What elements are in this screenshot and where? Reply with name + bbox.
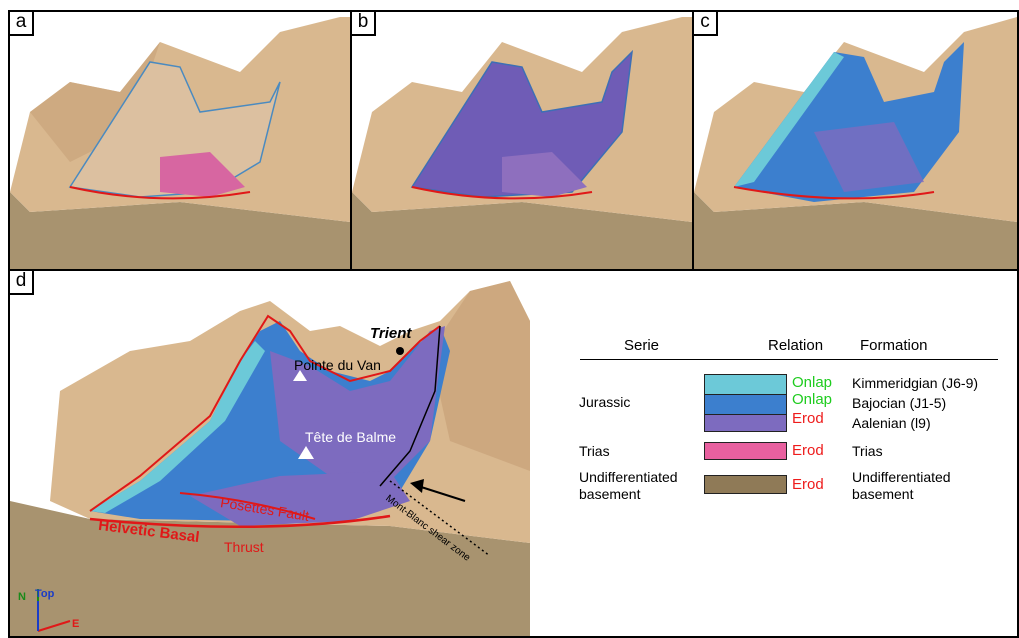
legend: Serie Relation Formation Jurassic Onlap … [572, 330, 1002, 520]
legend-header-rule [580, 359, 998, 360]
panel-label-a: a [10, 12, 34, 36]
legend-serie-trias: Trias [579, 443, 610, 459]
legend-relation-aalenian: Erod [792, 410, 824, 427]
panel-label-b: b [352, 12, 376, 36]
legend-header-relation: Relation [768, 337, 824, 354]
legend-formation-bajocian: Bajocian (J1-5) [852, 395, 947, 411]
legend-swatch-bajocian [704, 394, 787, 415]
legend-formation-kimmeridgian: Kimmeridgian (J6-9) [852, 375, 979, 391]
legend-relation-bajocian: Onlap [792, 391, 833, 408]
panel-a: a [8, 10, 352, 271]
legend-relation-trias: Erod [792, 442, 824, 459]
panel-b-model [352, 17, 692, 269]
legend-formation-basement: Undifferentiated basement [852, 469, 951, 502]
panel-c-model [694, 17, 1017, 269]
legend-formation-aalenian: Aalenian (l9) [852, 415, 931, 431]
legend-serie-jurassic: Jurassic [579, 394, 631, 410]
panel-d-model [10, 281, 530, 636]
legend-swatch-aalenian [704, 414, 787, 432]
legend-header-serie: Serie [624, 337, 660, 354]
thrust-label: Thrust [224, 539, 264, 555]
legend-header-formation: Formation [860, 337, 928, 354]
legend-relation-kimmeridgian: Onlap [792, 374, 833, 391]
axis-east-label: E [72, 618, 80, 630]
legend-swatch-kimmeridgian [704, 374, 787, 395]
trient-label: Trient [370, 325, 412, 342]
panel-label-d: d [10, 271, 34, 295]
panel-label-c: c [694, 12, 718, 36]
axis-top-label: Top [35, 588, 55, 600]
axis-north-label: N [18, 591, 26, 603]
panel-a-model [10, 17, 350, 269]
legend-swatch-basement [704, 475, 787, 494]
legend-relation-basement: Erod [792, 476, 824, 493]
legend-swatch-trias [704, 442, 787, 460]
legend-formation-trias: Trias [852, 443, 883, 459]
tete-de-balme-label: Tête de Balme [305, 429, 397, 445]
pointe-du-van-label: Pointe du Van [294, 357, 381, 373]
panel-c: c [692, 10, 1019, 271]
legend-serie-basement: Undifferentiated basement [579, 469, 678, 502]
panel-d: d Trient Pointe du Van Tête de Balme Pos… [8, 269, 1019, 638]
panel-b: b [350, 10, 694, 271]
